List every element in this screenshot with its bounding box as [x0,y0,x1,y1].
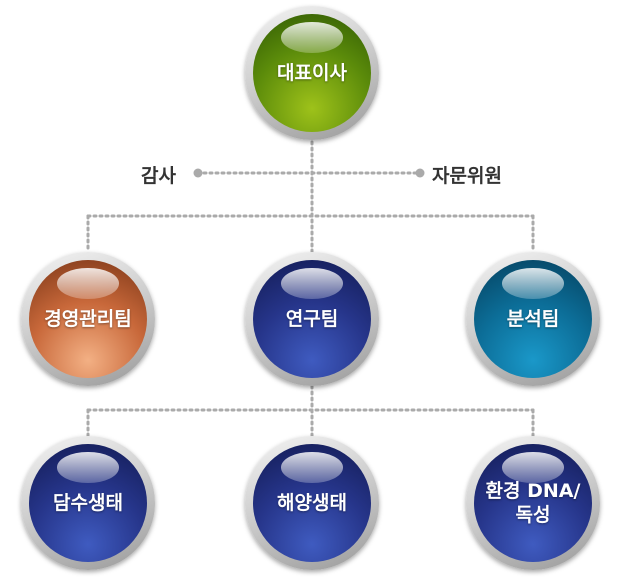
management-team-label: 경영관리팀 [44,308,132,330]
advisory-connector-dot [415,168,425,178]
environmental-dna-toxicity-node: 환경 DNA/ 독성 [466,436,600,570]
environmental-dna-toxicity-label: 환경 DNA/ 독성 [485,480,581,526]
freshwater-ecology-label: 담수생태 [53,492,123,514]
marine-ecology-node: 해양생태 [245,436,379,570]
advisory-label: 자문위원 [432,165,502,187]
marine-ecology-label: 해양생태 [277,492,347,514]
analysis-team-label: 분석팀 [506,308,560,330]
audit-label: 감사 [141,165,176,187]
ceo-node: 대표이사 [245,6,379,140]
management-team-node: 경영관리팀 [21,252,155,386]
research-team-label: 연구팀 [285,308,339,330]
freshwater-ecology-node: 담수생태 [21,436,155,570]
ceo-label: 대표이사 [277,62,347,84]
analysis-team-node: 분석팀 [466,252,600,386]
research-team-node: 연구팀 [245,252,379,386]
audit-connector-dot [193,168,203,178]
